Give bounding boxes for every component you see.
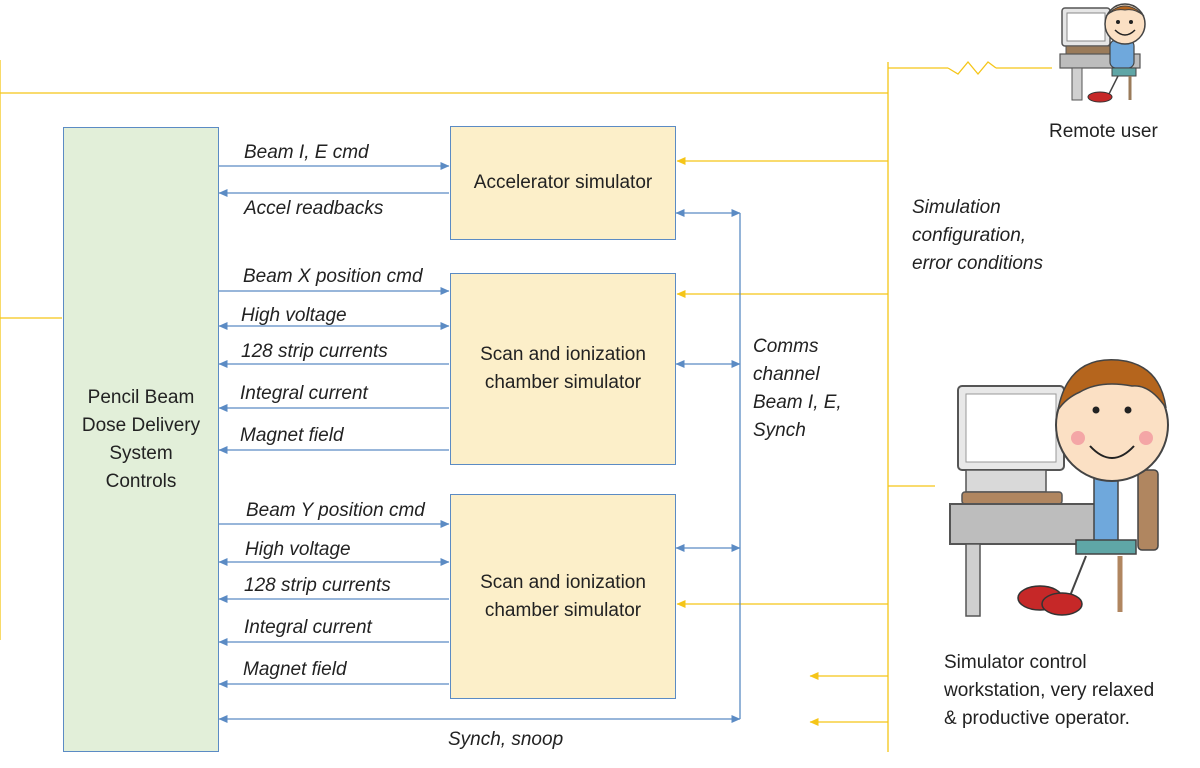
accelerator-simulator-box: Accelerator simulator [450, 126, 676, 240]
comms-channel-label: Comms channel Beam I, E, Synch [753, 333, 842, 445]
comms-line-2: channel [753, 364, 820, 385]
x-strip-currents-label: 128 strip currents [241, 341, 388, 362]
controls-box-label: Pencil Beam Dose Delivery System Control… [81, 386, 201, 492]
x-integral-current-label: Integral current [240, 383, 368, 404]
accelerator-simulator-label: Accelerator simulator [473, 172, 653, 193]
sim-config-line-1: Simulation [912, 197, 1001, 218]
comms-line-4: Synch [753, 420, 806, 441]
scan-x-simulator-label: Scan and ionization chamber simulator [480, 344, 646, 393]
workstation-line-1: Simulator control [944, 652, 1087, 673]
remote-user-illustration [1059, 3, 1146, 103]
workstation-line-2: workstation, very relaxed [944, 680, 1155, 701]
synch-snoop-label: Synch, snoop [448, 729, 564, 750]
workstation-label: Simulator control workstation, very rela… [944, 649, 1154, 733]
sim-config-line-2: configuration, [912, 225, 1027, 246]
sim-config-line-3: error conditions [912, 253, 1043, 274]
beam-ie-cmd-label: Beam I, E cmd [244, 142, 369, 163]
controls-box: Pencil Beam Dose Delivery System Control… [63, 127, 219, 752]
x-high-voltage-label: High voltage [241, 305, 347, 326]
beam-x-position-cmd-label: Beam X position cmd [243, 266, 423, 287]
comms-line-1: Comms [753, 336, 819, 357]
workstation-operator-illustration [949, 359, 1169, 617]
x-magnet-field-label: Magnet field [240, 425, 344, 446]
workstation-line-3: & productive operator. [944, 708, 1130, 729]
y-strip-currents-label: 128 strip currents [244, 575, 391, 596]
config-network-lines [0, 60, 1052, 752]
signal-arrows [218, 162, 741, 723]
y-high-voltage-label: High voltage [245, 539, 351, 560]
beam-y-position-cmd-label: Beam Y position cmd [246, 500, 425, 521]
y-integral-current-label: Integral current [244, 617, 372, 638]
scan-y-simulator-box: Scan and ionization chamber simulator [450, 494, 676, 699]
comms-line-3: Beam I, E, [753, 392, 842, 413]
y-magnet-field-label: Magnet field [243, 659, 347, 680]
simulation-config-label: Simulation configuration, error conditio… [912, 194, 1043, 278]
accel-readbacks-label: Accel readbacks [244, 198, 384, 219]
remote-user-label: Remote user [1049, 121, 1158, 142]
scan-x-simulator-box: Scan and ionization chamber simulator [450, 273, 676, 465]
scan-y-simulator-label: Scan and ionization chamber simulator [480, 571, 646, 621]
